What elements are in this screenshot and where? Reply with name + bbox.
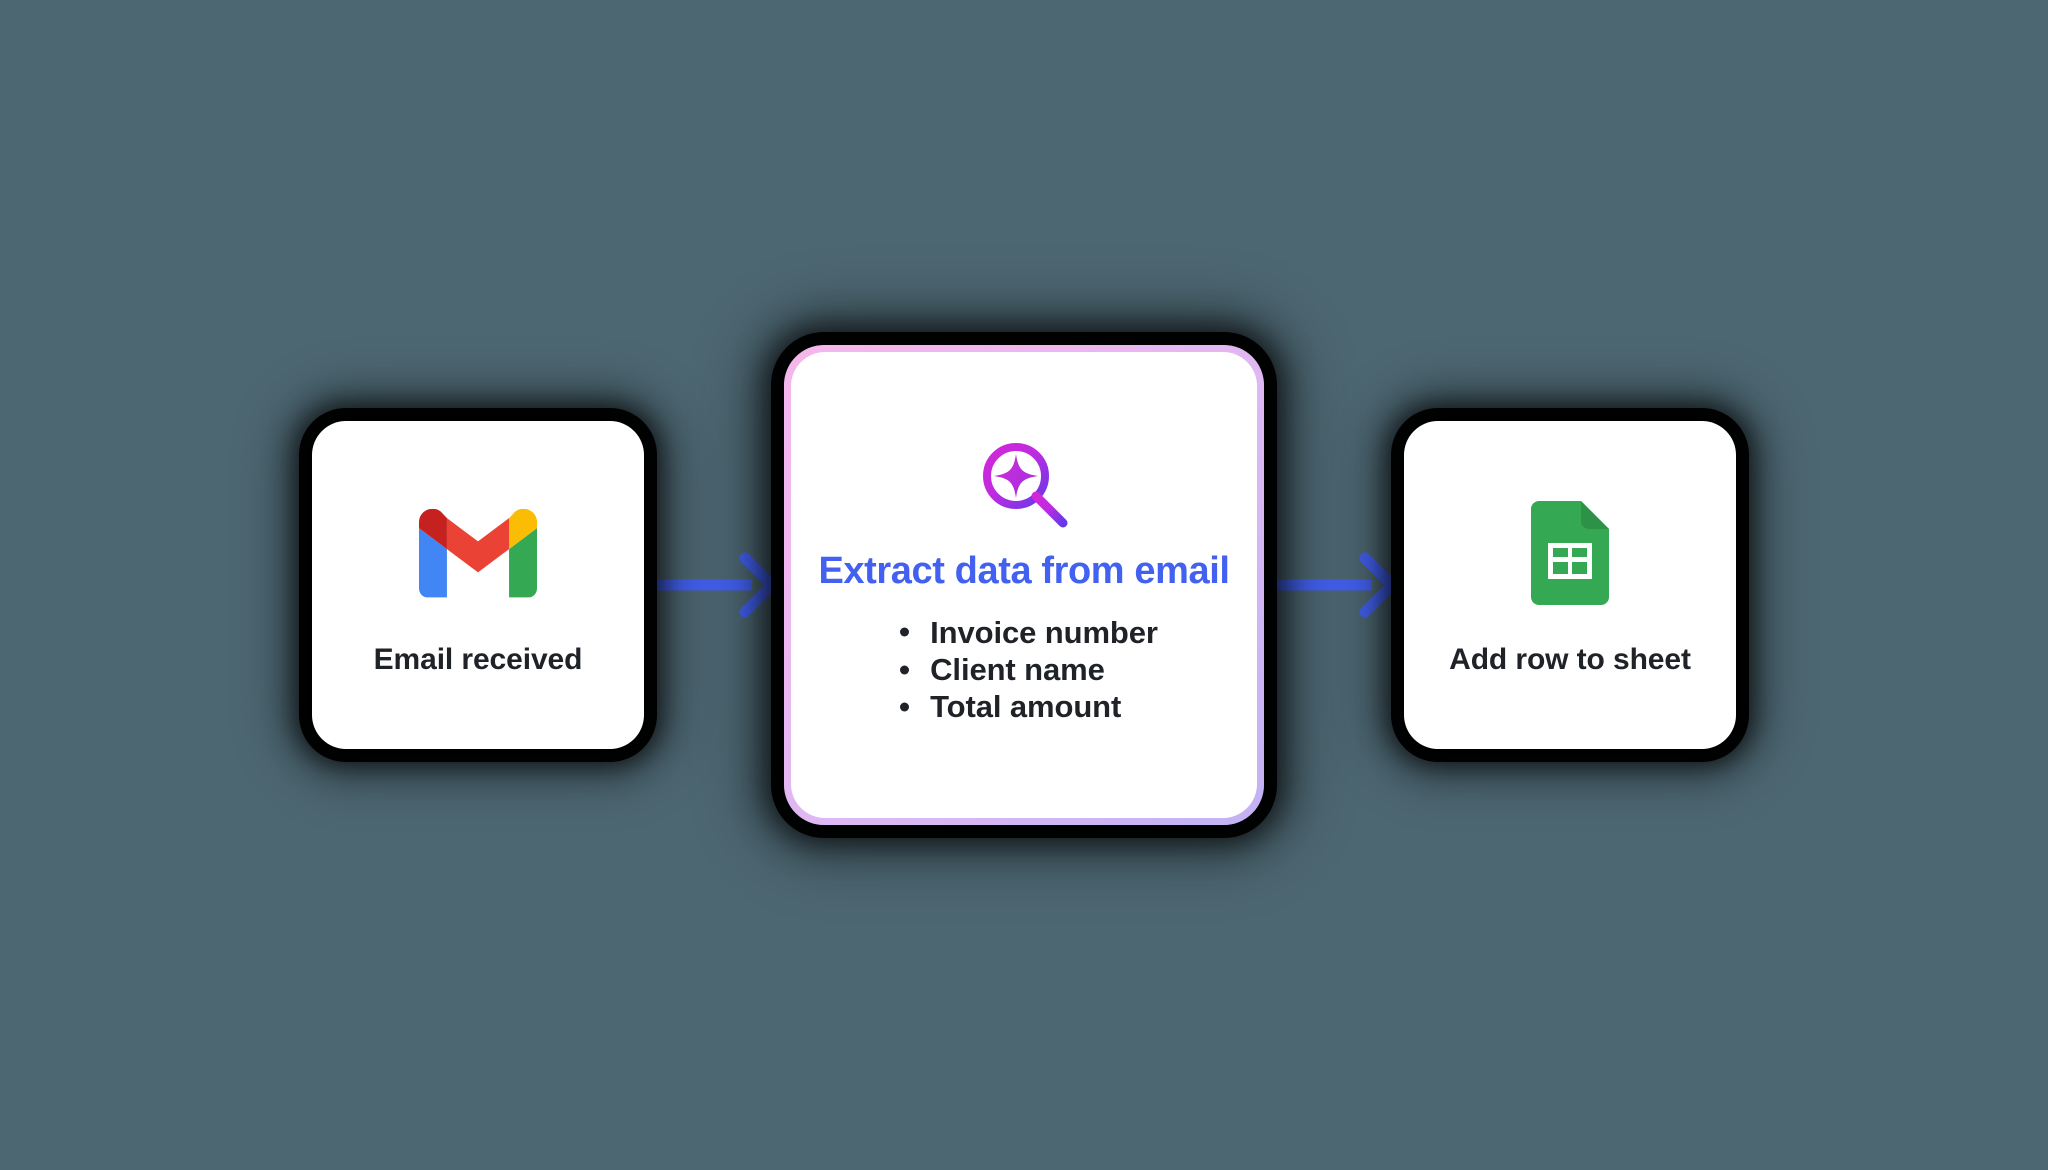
extracted-fields-list: Invoice number Client name Total amount: [896, 614, 1158, 726]
list-item-label: Client name: [930, 652, 1105, 688]
bullet-dot-icon: [900, 702, 910, 712]
connector-arrow-1: [644, 550, 784, 620]
node-label-add-row-to-sheet: Add row to sheet: [1449, 643, 1691, 676]
gmail-icon: [419, 495, 537, 611]
bullet-dot-icon: [900, 627, 910, 637]
workflow-node-email-received[interactable]: Email received: [312, 421, 644, 749]
list-item-label: Invoice number: [930, 614, 1158, 650]
workflow-node-add-row-to-sheet[interactable]: Add row to sheet: [1404, 421, 1736, 749]
ai-search-sparkle-icon: [976, 436, 1072, 532]
list-item: Client name: [896, 651, 1158, 688]
node-label-email-received: Email received: [373, 643, 583, 676]
list-item: Total amount: [896, 688, 1158, 725]
connector-arrow-2: [1264, 550, 1404, 620]
workflow-node-extract-data[interactable]: Extract data from email Invoice number C…: [784, 345, 1264, 825]
center-card-title: Extract data from email: [818, 550, 1230, 592]
bullet-dot-icon: [900, 665, 910, 675]
google-sheets-icon: [1531, 495, 1609, 611]
list-item: Invoice number: [896, 614, 1158, 651]
list-item-label: Total amount: [930, 689, 1122, 725]
